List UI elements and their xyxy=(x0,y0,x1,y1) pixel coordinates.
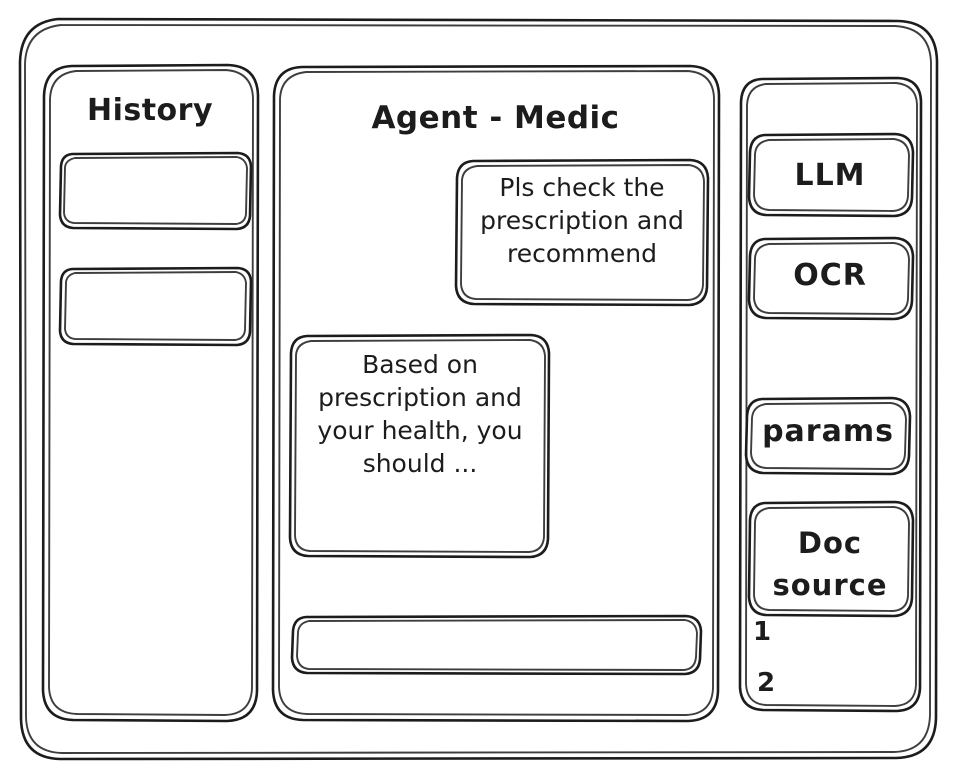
tool-ocr-label: OCR xyxy=(793,258,867,293)
history-title: History xyxy=(86,93,214,128)
doc-source-item-2[interactable]: 2 xyxy=(757,668,776,698)
tool-doc-source-label: Doc source xyxy=(772,526,888,603)
tool-llm-label: LLM xyxy=(794,158,866,193)
agent-message-text: Based on prescription and your health, y… xyxy=(317,350,523,478)
history-item-1[interactable] xyxy=(60,153,251,229)
tool-params-label: params xyxy=(762,414,894,449)
composer-input[interactable] xyxy=(292,616,701,674)
doc-source-item-1[interactable]: 1 xyxy=(753,617,772,647)
user-message-text: Pls check the prescription and recommend xyxy=(480,173,684,268)
history-item-2[interactable] xyxy=(60,268,251,345)
agent-panel-title: Agent - Medic xyxy=(371,100,620,136)
